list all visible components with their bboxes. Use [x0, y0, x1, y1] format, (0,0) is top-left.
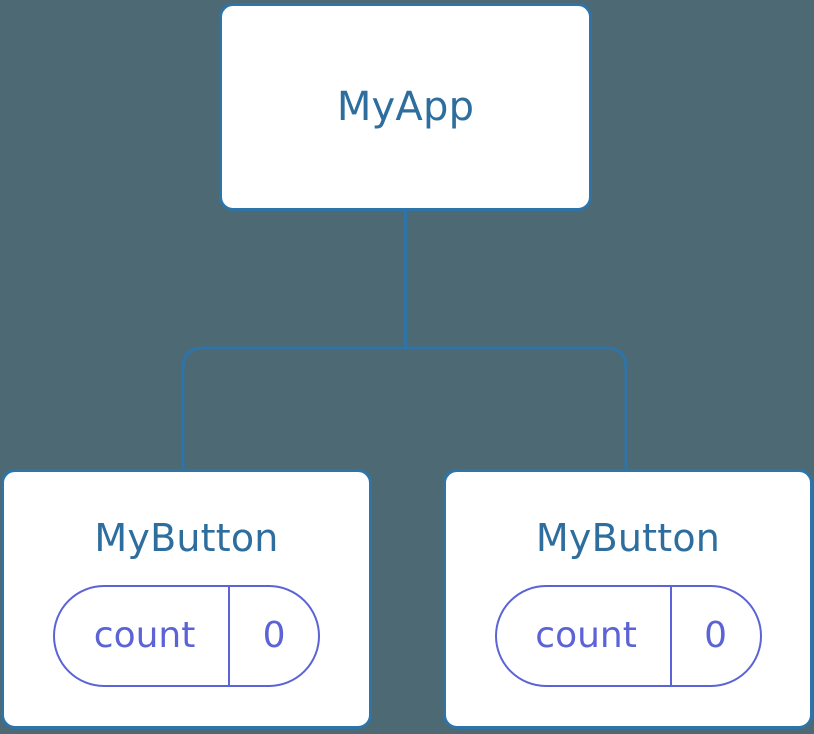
state-value-label: 0 [228, 587, 318, 685]
state-key-label: count [93, 615, 196, 656]
connector-children-bus [181, 346, 628, 470]
component-node-myapp[interactable]: MyApp [219, 3, 592, 211]
component-node-mybutton-1[interactable]: MyButton count 0 [1, 469, 372, 729]
component-node-mybutton-2[interactable]: MyButton count 0 [443, 469, 813, 729]
state-key-label: count [535, 615, 637, 656]
component-name-label: MyButton [535, 516, 721, 560]
component-name-label: MyApp [336, 84, 475, 130]
state-pill[interactable]: count 0 [494, 585, 762, 687]
component-name-label: MyButton [94, 516, 279, 560]
state-pill[interactable]: count 0 [53, 585, 320, 687]
state-value-label: 0 [669, 587, 760, 685]
